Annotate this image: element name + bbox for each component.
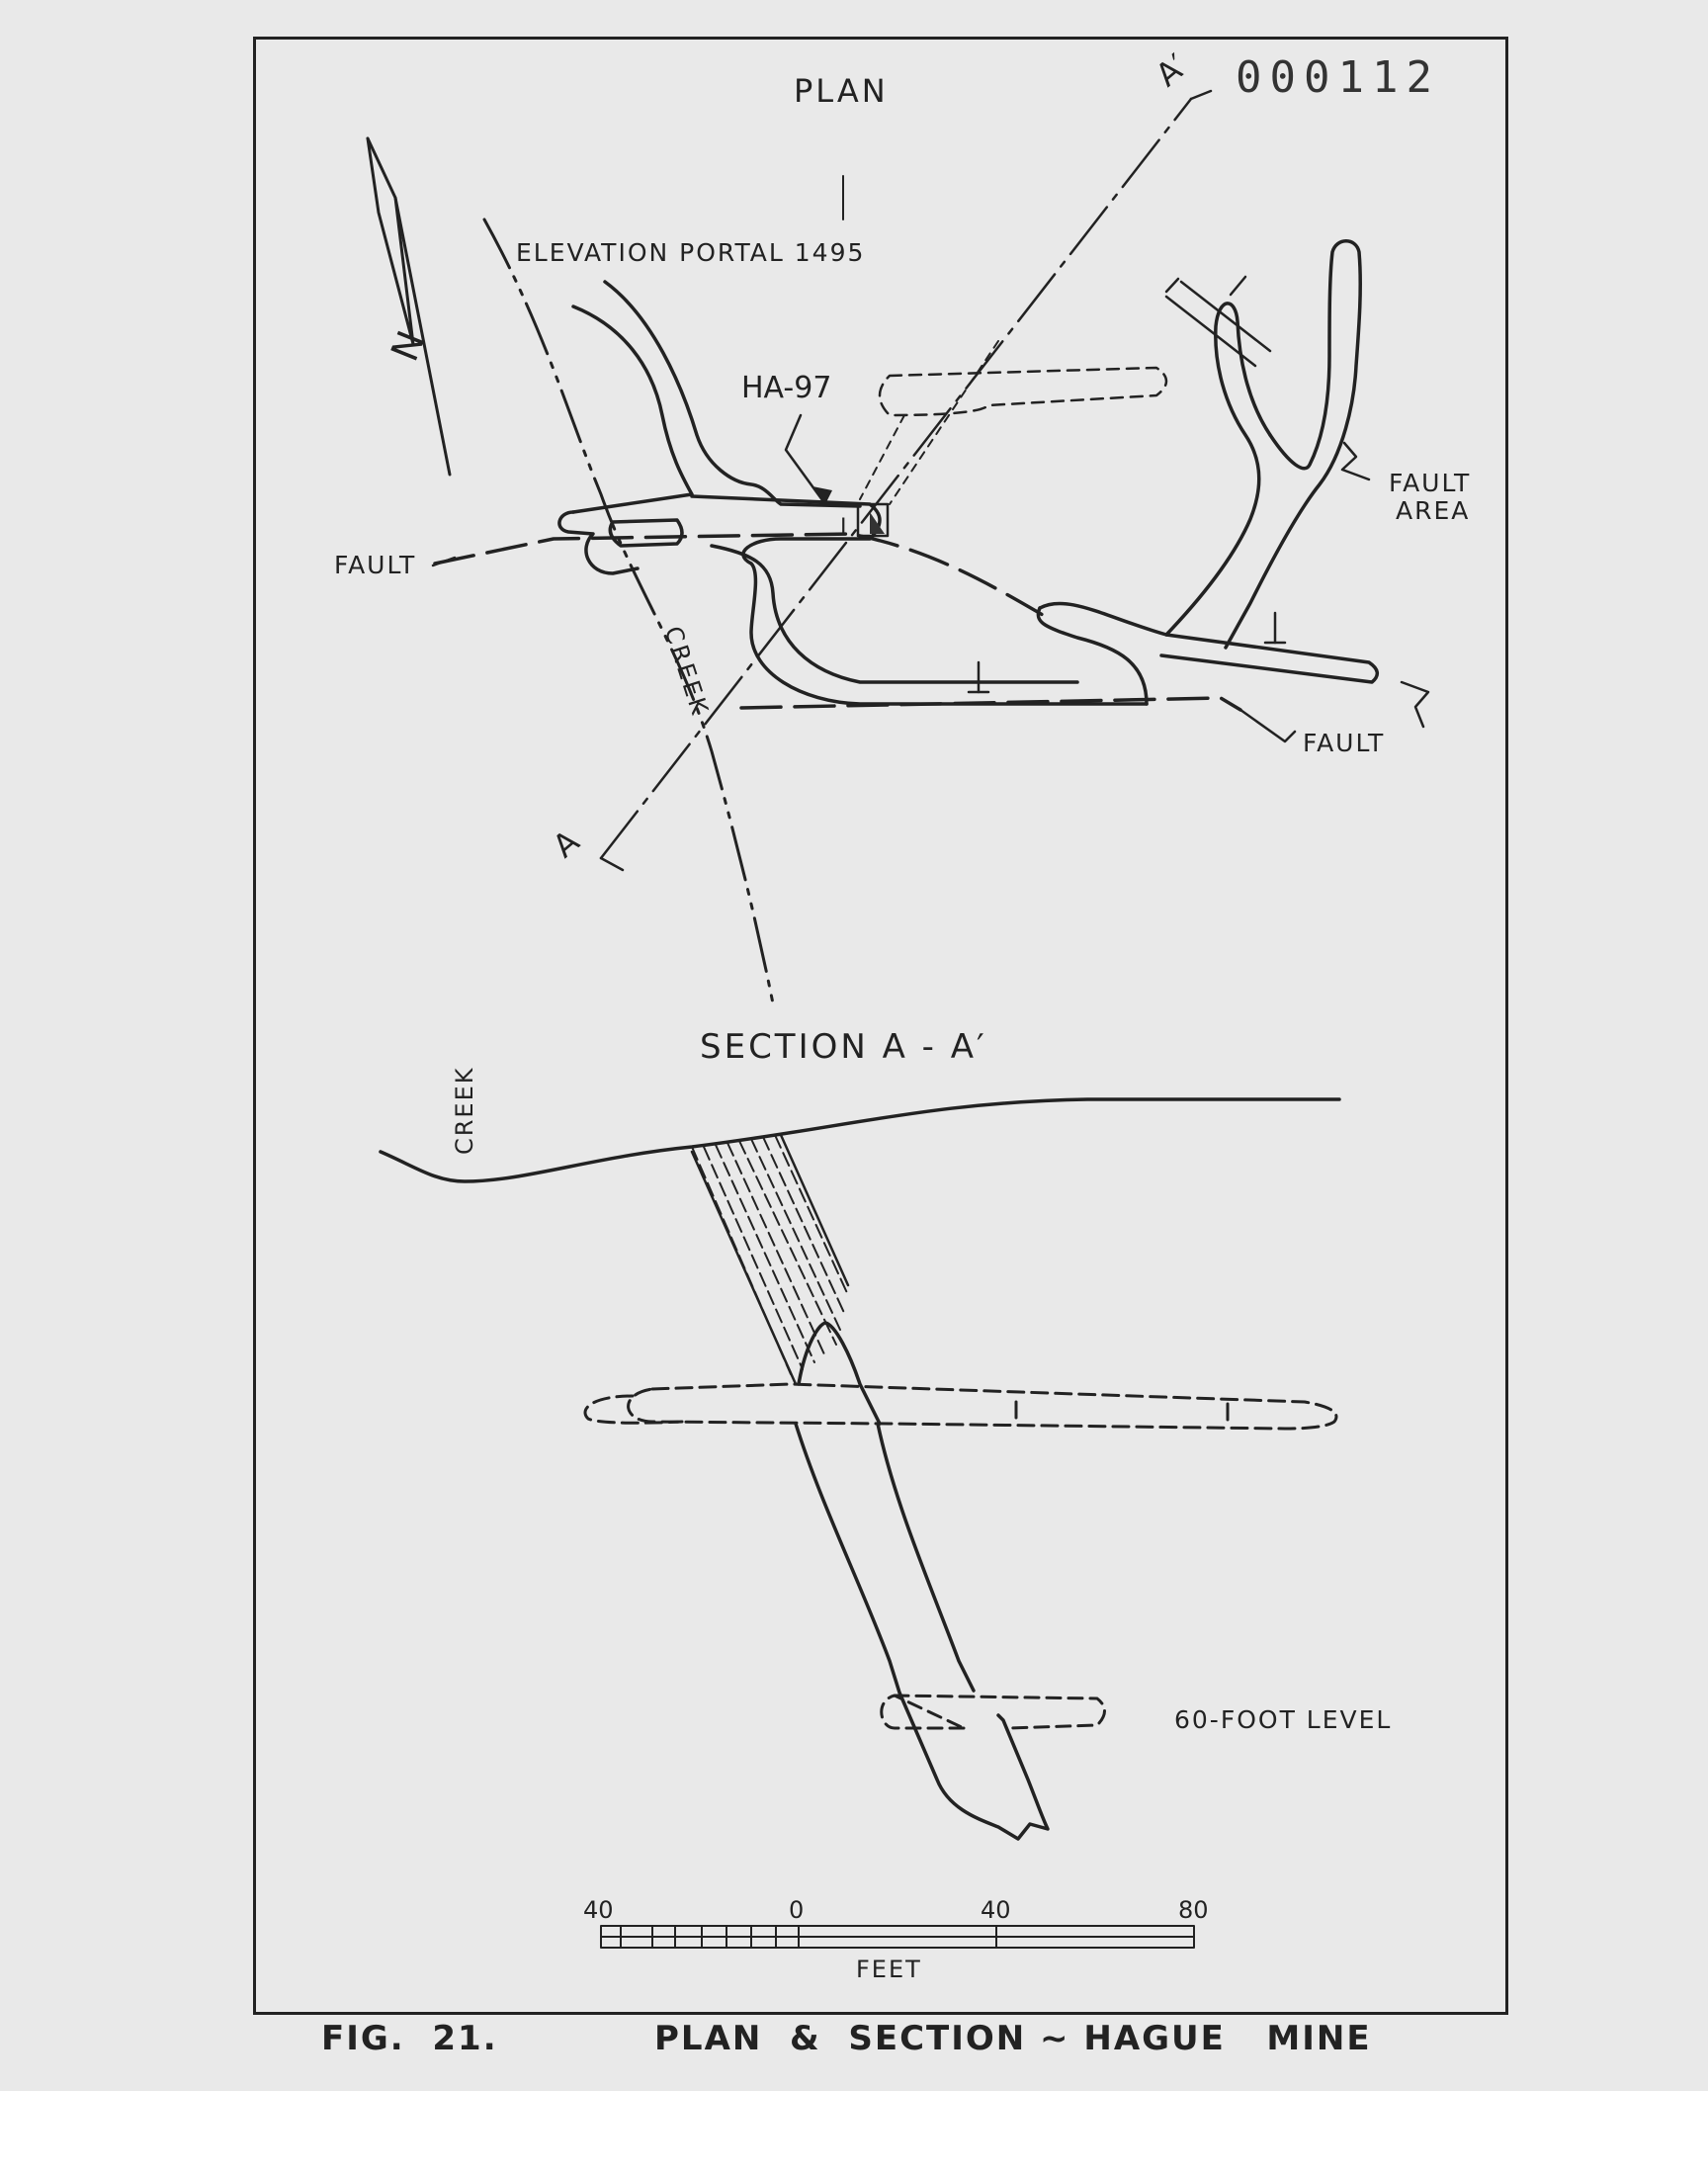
plan-creek-label: CREEK [659, 623, 715, 721]
scale-bar [600, 1925, 1195, 1949]
section-line-a-a-prime [599, 97, 1193, 860]
elevation-portal-label: ELEVATION PORTAL 1495 [516, 238, 865, 267]
section-end-a-prime: A′ [1149, 46, 1195, 94]
shaft-hatched-zone [691, 1134, 849, 1375]
scale-unit-label: FEET [856, 1956, 922, 1983]
north-arrow-icon [366, 136, 452, 477]
fault-area-label-line2: AREA [1396, 496, 1470, 525]
fault-bottom-label: FAULT [1303, 729, 1385, 757]
plan-survey-marks [967, 275, 1287, 694]
scale-tick-40: 40 [981, 1896, 1011, 1924]
figure-title: PLAN & SECTION ~ HAGUE MINE [654, 2019, 1372, 2058]
sixty-foot-level-label: 60-FOOT LEVEL [1174, 1705, 1392, 1734]
fault-lines [433, 532, 1242, 712]
inclined-shaft [794, 1321, 1050, 1841]
first-level-drift [583, 1382, 1338, 1431]
figure-frame [253, 37, 1508, 2015]
scale-tick-0: 0 [789, 1896, 804, 1924]
hole-marker: I [840, 515, 847, 540]
fault-arrow-right [1400, 680, 1430, 729]
scanned-sheet [0, 0, 1708, 2091]
scale-tick-80: 80 [1178, 1896, 1209, 1924]
section-end-a: A [546, 823, 586, 865]
section-title: SECTION A - A′ [700, 1027, 987, 1067]
plan-title: PLAN [794, 72, 889, 110]
north-label: N [383, 325, 433, 368]
section-creek-label: CREEK [451, 1067, 478, 1156]
creek-line [482, 218, 776, 1010]
fault-left-label: FAULT [334, 551, 416, 579]
fault-area-arrow [1340, 441, 1371, 481]
hole-leader-line [784, 413, 827, 506]
planned-drift-dashed [878, 366, 1168, 417]
sixty-foot-level-drift [880, 1694, 1106, 1730]
scale-tick-40-left: 40 [583, 1896, 614, 1924]
ground-surface-line [379, 1097, 1341, 1183]
fault-area-label-line1: FAULT [1389, 469, 1471, 497]
stamp-number: 000112 [1236, 52, 1440, 103]
plan-mine-workings: I [557, 239, 1379, 706]
hole-label: HA-97 [741, 371, 831, 405]
figure-number: FIG. 21. [321, 2019, 498, 2058]
